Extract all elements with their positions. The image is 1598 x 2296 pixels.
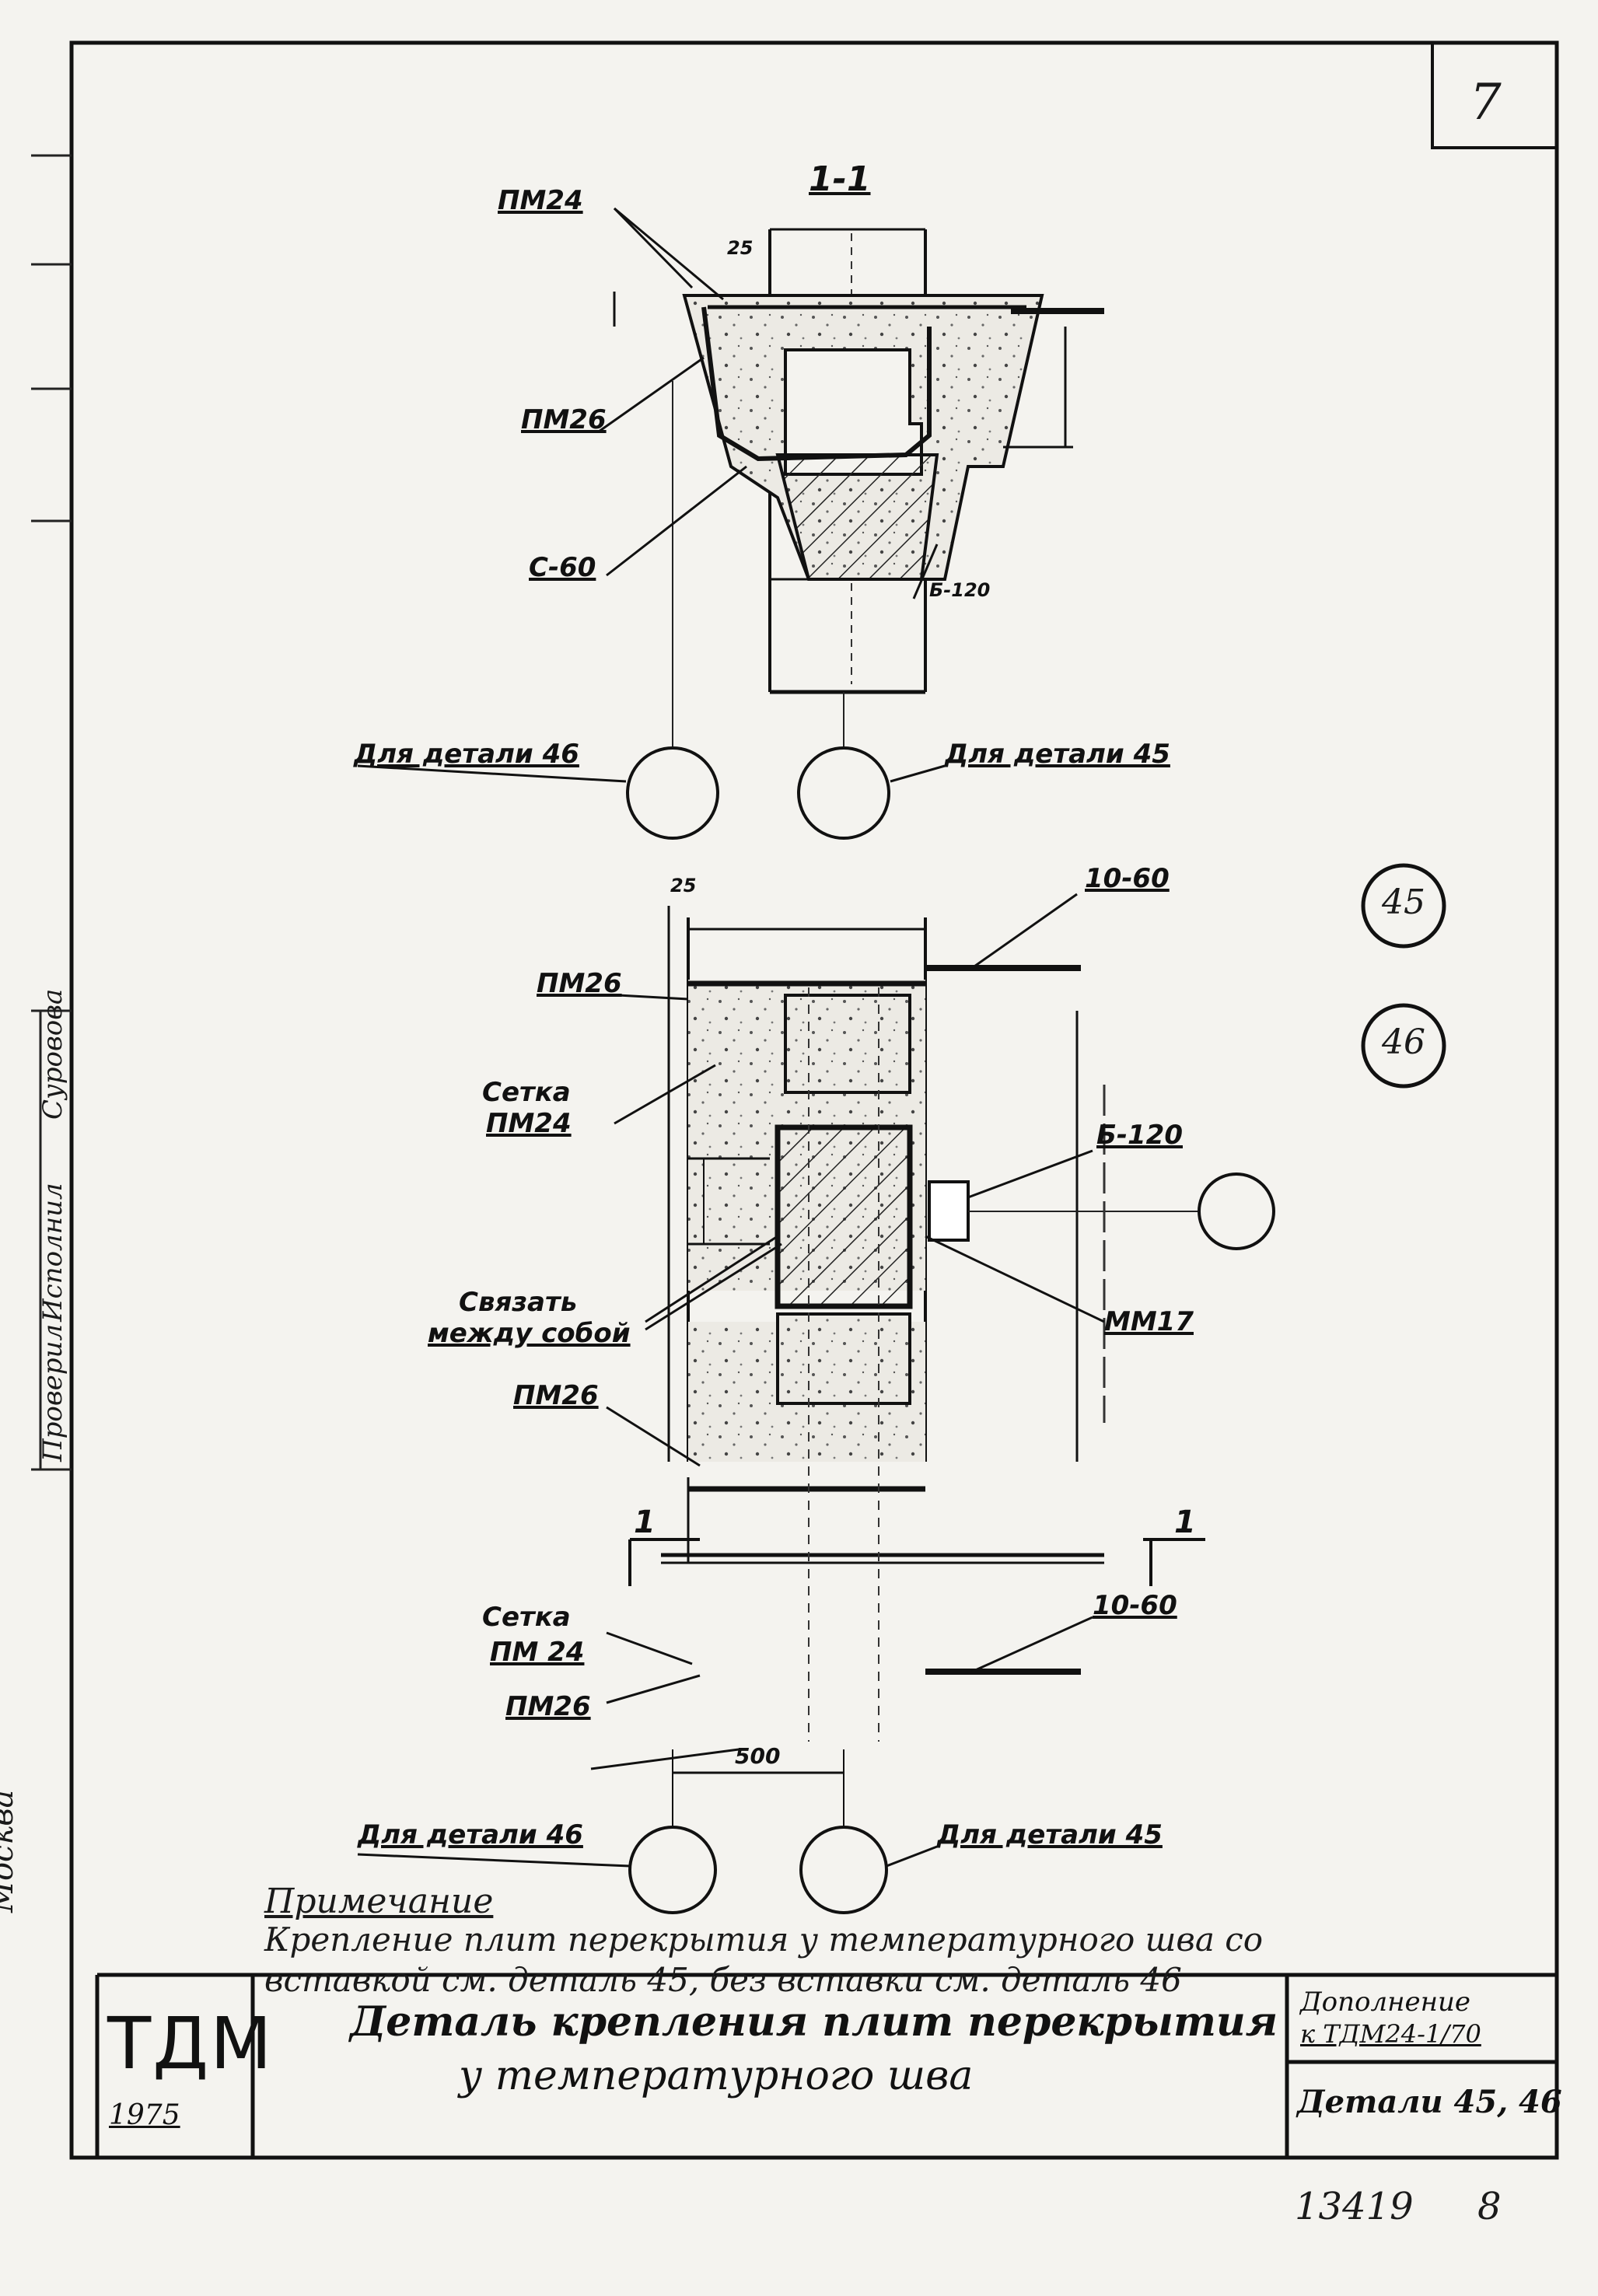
sheet-count: 8 <box>1477 2185 1502 2228</box>
detail-circle-label-45: 45 <box>1382 882 1425 922</box>
title-block-logo: ТДМ <box>107 2002 274 2085</box>
plan-label-setka2: Сетка <box>482 1602 571 1633</box>
plan-label-1060-top: 10-60 <box>1085 863 1170 894</box>
title-block-title-2: у температурного шва <box>459 2053 974 2099</box>
margin-executed: Исполнил <box>37 1183 68 1322</box>
section-label-pm24: ПМ24 <box>498 185 583 216</box>
section-mark-right: 1 <box>1174 1504 1196 1540</box>
margin-name: Суровова <box>37 988 68 1120</box>
plan-dim-500: 500 <box>735 1743 781 1769</box>
section-mark-left: 1 <box>634 1504 656 1540</box>
plan-label-setka1: Сетка <box>482 1077 571 1108</box>
margin-city: Москва <box>0 1789 20 1913</box>
title-block <box>95 1973 1557 2158</box>
section-title: 1-1 <box>809 159 871 199</box>
archive-number: 13419 <box>1295 2185 1414 2228</box>
plan-label-1060-bot: 10-60 <box>1093 1590 1177 1621</box>
title-block-supplement-2: к ТДМ24-1/70 <box>1300 2019 1481 2049</box>
section-label-s60: С-60 <box>529 552 596 583</box>
plan-label-mm17: ММ17 <box>1104 1306 1194 1337</box>
plan-drawing <box>357 893 1275 1914</box>
detail-circle-label-46: 46 <box>1382 1022 1425 1062</box>
section-1-1-drawing <box>357 207 1104 840</box>
page-number-box <box>1431 43 1557 149</box>
title-block-title-1: Деталь крепления плит перекрытия <box>350 1998 1278 2046</box>
plan-ref-left: Для детали 46 <box>358 1819 583 1850</box>
title-block-year: 1975 <box>109 2099 180 2131</box>
title-block-supplement-1: Дополнение <box>1300 1987 1471 2018</box>
note-line-2: вставкой см. деталь 45, без вставки см. … <box>264 1961 1182 1999</box>
plan-label-setka1b: ПМ24 <box>486 1108 572 1139</box>
margin-checked: Проверил <box>37 1323 68 1462</box>
section-label-pm26: ПМ26 <box>521 404 607 435</box>
plan-label-b120: Б-120 <box>1096 1120 1183 1151</box>
title-block-details: Детали 45, 46 <box>1297 2084 1562 2120</box>
section-ref-left: Для детали 46 <box>354 739 579 770</box>
section-dim-25: 25 <box>727 237 754 259</box>
note-line-1: Крепление плит перекрытия у температурно… <box>264 1920 1264 1959</box>
plan-label-pm26-bot: ПМ26 <box>505 1691 591 1722</box>
plan-ref-right: Для детали 45 <box>937 1819 1163 1850</box>
sheet-frame <box>69 40 1559 2160</box>
plan-label-svyazat1: Связать <box>459 1287 578 1318</box>
plan-label-setka2b: ПМ 24 <box>490 1637 585 1668</box>
page-number: 7 <box>1470 74 1502 131</box>
section-ref-right: Для детали 45 <box>945 739 1170 770</box>
section-label-b120: Б-120 <box>929 579 991 601</box>
plan-label-pm26-top: ПМ26 <box>537 968 622 999</box>
plan-label-svyazat2: между собой <box>428 1318 631 1349</box>
plan-label-pm26-mid: ПМ26 <box>513 1380 599 1411</box>
detail-circle-46 <box>1361 1003 1446 1089</box>
plan-dim-25: 25 <box>670 875 697 896</box>
note-heading: Примечание <box>264 1882 494 1921</box>
detail-circle-45 <box>1361 863 1446 949</box>
